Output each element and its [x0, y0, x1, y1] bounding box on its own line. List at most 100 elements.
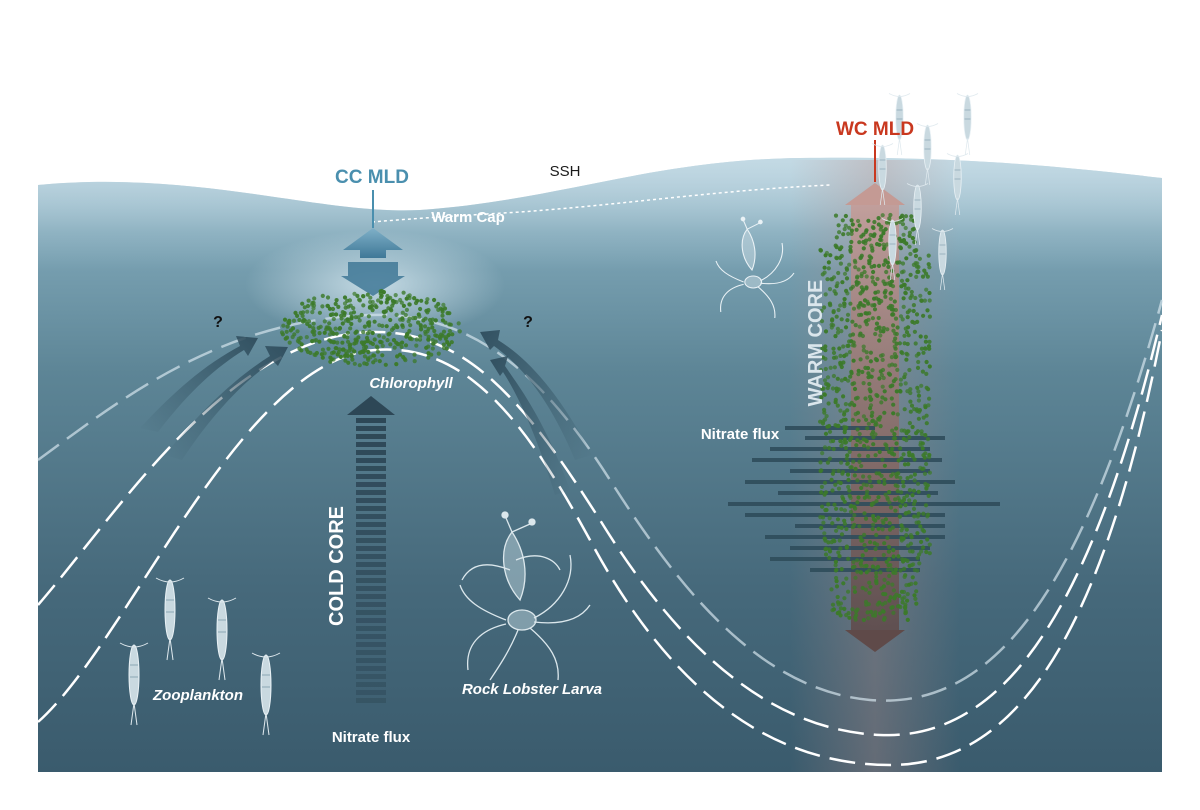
chlorophyll-dot: [888, 505, 894, 510]
chlorophyll-dot: [852, 403, 857, 408]
chlorophyll-dot: [893, 570, 898, 576]
chlorophyll-dot: [412, 296, 417, 301]
chlorophyll-dot: [393, 293, 398, 298]
chlorophyll-dot: [913, 581, 918, 586]
chlorophyll-dot: [919, 431, 924, 437]
chlorophyll-dot: [842, 297, 847, 302]
chlorophyll-dot: [823, 329, 829, 334]
chlorophyll-dot: [905, 341, 910, 347]
chlorophyll-dot: [349, 352, 354, 357]
chlorophyll-dot: [861, 437, 866, 442]
chlorophyll-dot: [909, 581, 914, 587]
chlorophyll-dot: [355, 293, 360, 298]
chlorophyll-dot: [850, 517, 855, 522]
chlorophyll-dot: [861, 381, 866, 386]
chlorophyll-dot: [345, 339, 351, 344]
chlorophyll-dot: [395, 354, 400, 359]
chlorophyll-dot: [312, 332, 317, 337]
chlorophyll-dot: [878, 353, 884, 358]
chlorophyll-dot: [916, 489, 921, 494]
chlorophyll-dot: [892, 432, 897, 437]
chlorophyll-dot: [828, 365, 833, 370]
chlorophyll-dot: [918, 334, 923, 339]
chlorophyll-dot: [830, 386, 836, 391]
nitrate-bar: [770, 447, 930, 451]
chlorophyll-dot: [873, 453, 878, 458]
chlorophyll-dot: [833, 559, 839, 565]
nitrate-flux-arrow-cold: [347, 396, 395, 703]
chlorophyll-dot: [862, 443, 867, 448]
chlorophyll-dot: [833, 563, 838, 568]
chlorophyll-dot: [862, 532, 867, 538]
chlorophyll-dot: [450, 332, 455, 337]
chlorophyll-dot: [867, 237, 872, 242]
chlorophyll-dot: [827, 456, 833, 461]
chlorophyll-dot: [868, 403, 874, 408]
chlorophyll-dot: [838, 353, 843, 358]
chlorophyll-dot: [877, 338, 882, 343]
chlorophyll-dot: [915, 261, 920, 266]
chlorophyll-dot: [915, 531, 920, 536]
chlorophyll-dot: [835, 376, 840, 381]
chlorophyll-dot: [414, 343, 419, 348]
nitrate-bar: [790, 546, 930, 550]
chlorophyll-dot: [857, 431, 862, 437]
chlorophyll-dot: [902, 428, 907, 433]
chlorophyll-dot: [920, 441, 925, 446]
chlorophyll-dot: [300, 301, 305, 306]
chlorophyll-dot: [858, 255, 863, 261]
chlorophyll-dot: [862, 495, 867, 500]
chlorophyll-dot: [819, 490, 824, 495]
chlorophyll-dot: [842, 304, 847, 309]
chlorophyll-dot: [912, 514, 917, 519]
chlorophyll-dot: [880, 608, 885, 613]
chlorophyll-dot: [440, 318, 445, 323]
chlorophyll-dot: [906, 286, 911, 291]
chlorophyll-dot: [385, 293, 390, 299]
chlorophyll-dot: [370, 330, 375, 336]
chlorophyll-dot: [898, 446, 903, 451]
chlorophyll-dot: [895, 325, 900, 330]
chlorophyll-dot: [917, 552, 922, 557]
chlorophyll-dot: [362, 361, 367, 366]
chlorophyll-dot: [819, 525, 824, 530]
chlorophyll-dot: [836, 550, 841, 555]
chlorophyll-dot: [825, 382, 830, 387]
chlorophyll-dot: [847, 615, 852, 620]
chlorophyll-dot: [822, 536, 827, 541]
chlorophyll-dot: [891, 588, 897, 593]
chlorophyll-dot: [854, 613, 859, 618]
chlorophyll-dot: [445, 340, 450, 345]
chlorophyll-label: Chlorophyll: [369, 375, 453, 392]
chlorophyll-dot: [413, 315, 418, 321]
chlorophyll-dot: [373, 358, 378, 363]
chlorophyll-dot: [404, 307, 409, 312]
chlorophyll-dot: [889, 355, 895, 360]
chlorophyll-dot: [388, 342, 393, 347]
chlorophyll-dot: [888, 212, 893, 218]
chlorophyll-dot: [352, 291, 357, 296]
chlorophyll-dot: [869, 374, 874, 379]
chlorophyll-dot: [853, 412, 858, 417]
chlorophyll-dot: [416, 312, 421, 317]
chlorophyll-dot: [325, 295, 331, 300]
chlorophyll-dot: [908, 390, 913, 396]
chlorophyll-dot: [401, 355, 406, 360]
chlorophyll-dot: [334, 312, 339, 317]
chlorophyll-dot: [923, 346, 928, 351]
chlorophyll-dot: [880, 357, 885, 362]
chlorophyll-dot: [899, 490, 904, 495]
chlorophyll-dot: [856, 495, 861, 500]
chlorophyll-dot: [914, 407, 919, 412]
chlorophyll-dot: [823, 356, 828, 361]
chlorophyll-dot: [898, 475, 903, 480]
chlorophyll-dot: [866, 371, 871, 376]
chlorophyll-dot: [893, 355, 898, 360]
chlorophyll-dot: [916, 416, 922, 421]
chlorophyll-dot: [440, 333, 445, 338]
chlorophyll-dot: [867, 311, 872, 316]
chlorophyll-dot: [388, 317, 393, 323]
chlorophyll-dot: [887, 500, 892, 505]
chlorophyll-dot: [921, 511, 926, 516]
chlorophyll-dot: [839, 567, 844, 572]
